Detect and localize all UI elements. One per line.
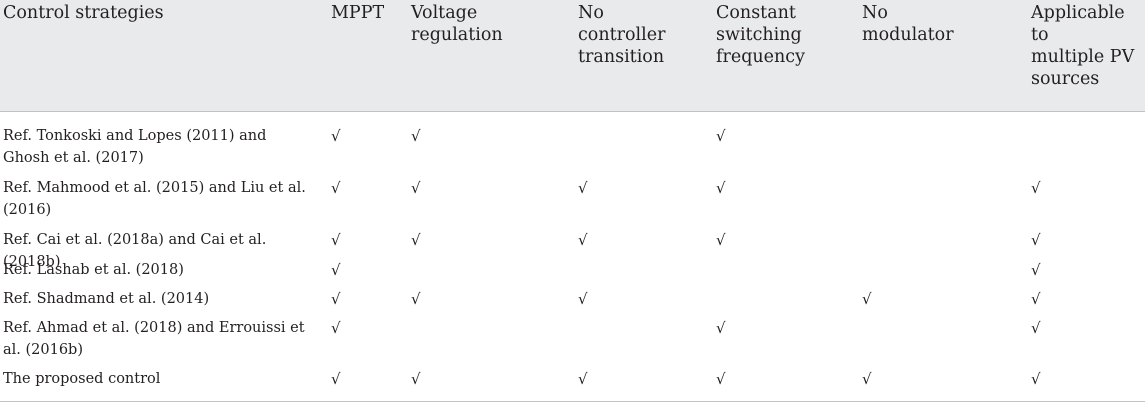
- header-constant-switching-frequency: Constant switching frequency: [716, 3, 805, 67]
- no-modulator-check: √: [862, 290, 872, 308]
- voltage-regulation-check: √: [411, 231, 421, 249]
- constant-switching-frequency-check: √: [716, 127, 726, 145]
- no-controller-transition-check: √: [578, 179, 588, 197]
- mppt-check: √: [331, 179, 341, 197]
- mppt-check: √: [331, 319, 341, 337]
- multiple-pv-check: √: [1031, 319, 1041, 337]
- voltage-regulation-check: √: [411, 370, 421, 388]
- no-controller-transition-check: √: [578, 290, 588, 308]
- table-bottom-rule: [0, 401, 1145, 402]
- constant-switching-frequency-check: √: [716, 179, 726, 197]
- header-no-modulator: No modulator: [862, 3, 954, 45]
- no-controller-transition-check: √: [578, 231, 588, 249]
- multiple-pv-check: √: [1031, 179, 1041, 197]
- strategy-cell: Ref. Lashab et al. (2018): [3, 262, 184, 278]
- multiple-pv-check: √: [1031, 370, 1041, 388]
- strategy-cell: Ref. Shadmand et al. (2014): [3, 291, 210, 307]
- no-modulator-check: √: [862, 370, 872, 388]
- constant-switching-frequency-check: √: [716, 319, 726, 337]
- header-applicable-multiple-pv: Applicable to multiple PV sources: [1031, 3, 1135, 89]
- strategy-cell: Ref. Mahmood et al. (2015) and Liu et al…: [3, 180, 306, 218]
- multiple-pv-check: √: [1031, 290, 1041, 308]
- strategy-cell: The proposed control: [3, 371, 161, 387]
- voltage-regulation-check: √: [411, 179, 421, 197]
- strategy-cell: Ref. Cai et al. (2018a) and Cai et al. (…: [3, 232, 267, 270]
- strategy-cell: Ref. Ahmad et al. (2018) and Errouissi e…: [3, 320, 305, 358]
- mppt-check: √: [331, 127, 341, 145]
- constant-switching-frequency-check: √: [716, 231, 726, 249]
- voltage-regulation-check: √: [411, 290, 421, 308]
- multiple-pv-check: √: [1031, 231, 1041, 249]
- mppt-check: √: [331, 290, 341, 308]
- header-no-controller-transition: No controller transition: [578, 3, 666, 67]
- strategy-cell: Ref. Tonkoski and Lopes (2011) and Ghosh…: [3, 128, 267, 166]
- mppt-check: √: [331, 231, 341, 249]
- constant-switching-frequency-check: √: [716, 370, 726, 388]
- header-control-strategies: Control strategies: [3, 3, 164, 23]
- mppt-check: √: [331, 261, 341, 279]
- voltage-regulation-check: √: [411, 127, 421, 145]
- header-mppt: MPPT: [331, 3, 385, 23]
- multiple-pv-check: √: [1031, 261, 1041, 279]
- no-controller-transition-check: √: [578, 370, 588, 388]
- table-header: Control strategies MPPT Voltage regulati…: [0, 0, 1145, 112]
- mppt-check: √: [331, 370, 341, 388]
- header-voltage-regulation: Voltage regulation: [411, 3, 503, 45]
